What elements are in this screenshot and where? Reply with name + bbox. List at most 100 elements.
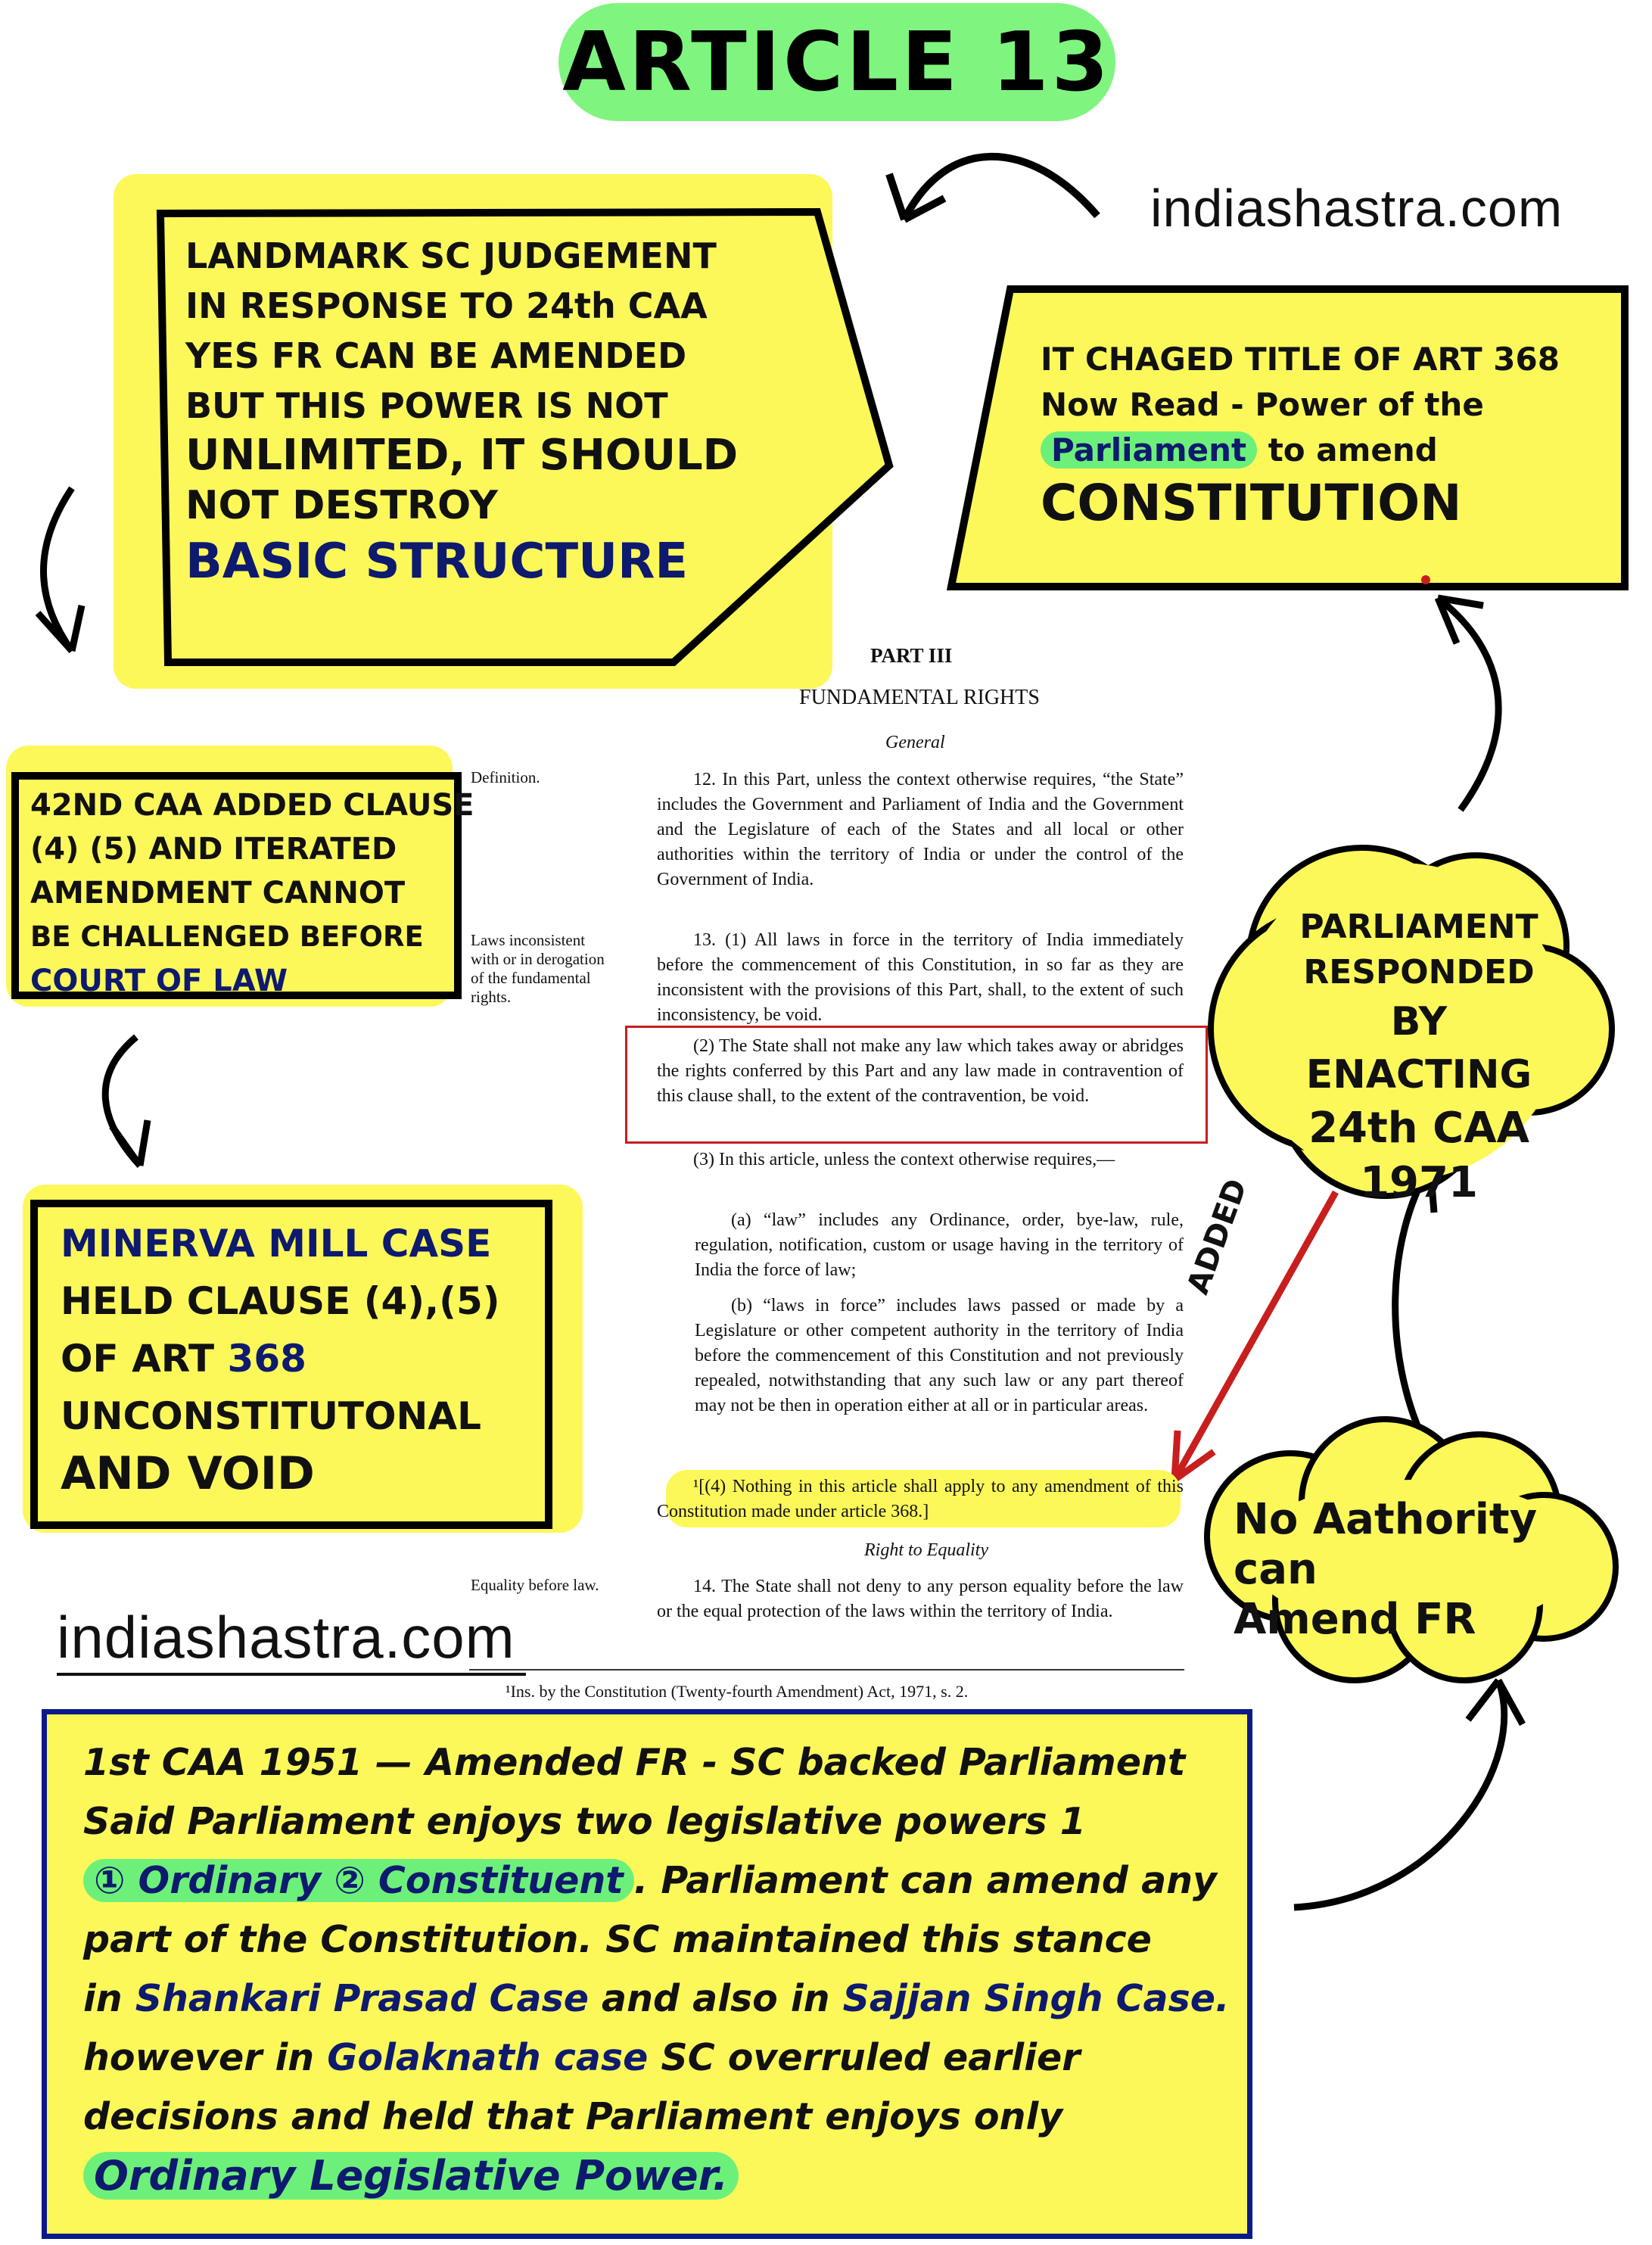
cloud-line: Amend FR (1234, 1595, 1476, 1644)
note-line: IN RESPONSE TO 24th CAA (185, 285, 708, 326)
margin-definition: Definition. (471, 768, 540, 786)
note-line: UNCONSTITUTONAL (61, 1394, 481, 1438)
note-line: HELD CLAUSE (4),(5) (61, 1279, 500, 1323)
note-line: UNLIMITED, IT SHOULD (185, 431, 739, 480)
bottom-note-text: however in (83, 2036, 315, 2079)
doc-art13-2: (2) The State shall not make any law whi… (657, 1036, 1184, 1106)
note-line-minerva: MINERVA MILL CASE (61, 1222, 492, 1266)
note-line: LANDMARK SC JUDGEMENT (185, 235, 717, 276)
arrow-head-42nd (109, 1119, 151, 1168)
note-line: YES FR CAN BE AMENDED (185, 335, 687, 376)
doc-highlight-box (625, 1026, 1208, 1144)
page-title: ARTICLE 13 (558, 3, 1115, 121)
note-art-number: 368 (227, 1337, 306, 1381)
note-art368: IT CHAGED TITLE OF ART 368 Now Read - Po… (1041, 337, 1560, 532)
cloud-line: PARLIAMENT (1299, 908, 1538, 946)
cloud-line: No Aathority can (1234, 1495, 1538, 1594)
arrow-curve-top (901, 152, 1100, 222)
watermark-top: indiashastra.com (1150, 179, 1563, 238)
bottom-note-line: Said Parliament enjoys two legislative p… (83, 1800, 1086, 1843)
doc-general: General (885, 733, 945, 752)
note-42nd: 42ND CAA ADDED CLAUSE (4) (5) AND ITERAT… (30, 783, 474, 1003)
note-basic-structure: LANDMARK SC JUDGEMENT IN RESPONSE TO 24t… (185, 231, 738, 587)
cloud-line: RESPONDED (1303, 953, 1535, 992)
note-minerva-box (30, 1200, 552, 1529)
note-highlight-basic-structure: BASIC STRUCTURE (185, 534, 689, 590)
bottom-note-highlight-powers: ① Ordinary ② Constituent (83, 1859, 634, 1902)
bottom-note-box (42, 1709, 1252, 2239)
margin-equality: Equality before law. (471, 1576, 599, 1594)
bottom-note-highlight-ordinary: Ordinary Legislative Power. (83, 2152, 739, 2200)
cloud-authority-shape (1204, 1416, 1619, 1683)
doc-art13-3: (3) In this article, unless the context … (693, 1150, 1115, 1169)
doc-footnote: ¹Ins. by the Constitution (Twenty-fourth… (506, 1682, 969, 1701)
note-highlight-parliament: Parliament (1041, 431, 1258, 469)
arrow-head-left (35, 605, 86, 654)
cloud-line: BY ENACTING (1305, 999, 1532, 1098)
note-line: IT CHAGED TITLE OF ART 368 (1041, 341, 1560, 378)
bottom-note-line: in Shankari Prasad Case and also in Sajj… (83, 1969, 1234, 2029)
note-line-constitution: CONSTITUTION (1041, 474, 1462, 532)
note-highlight-court: COURT OF LAW (30, 964, 288, 998)
cloud-parliament-shape (1208, 845, 1615, 1199)
cloud-parliament-text: PARLIAMENT RESPONDED BY ENACTING 24th CA… (1290, 905, 1548, 1210)
cloud-line: 1971 (1360, 1158, 1478, 1207)
bottom-note-line: however in Golaknath case SC overruled e… (83, 2029, 1234, 2088)
note-line-rest: to amend (1268, 431, 1438, 469)
note-box-outline (156, 207, 894, 666)
note-line: AND VOID (61, 1447, 315, 1500)
bottom-note: 1st CAA 1951 — Amended FR - SC backed Pa… (83, 1733, 1234, 2207)
doc-heading: FUNDAMENTAL RIGHTS (799, 686, 1040, 709)
bottom-note-line: Ordinary Legislative Power. (83, 2147, 1234, 2207)
watermark-bottom: indiashastra.com (57, 1604, 515, 1671)
bottom-note-case-shankari: Shankari Prasad Case (135, 1977, 589, 2020)
cloud-line: 24th CAA (1308, 1104, 1529, 1153)
bottom-note-case-golaknath: Golaknath case (327, 2036, 649, 2079)
doc-art13-3b: (b) “laws in force” includes laws passed… (695, 1296, 1184, 1415)
note-line: OF ART 368 (61, 1330, 500, 1387)
bottom-note-text: in (83, 1977, 123, 2020)
note-line: (4) (5) AND ITERATED (30, 832, 397, 867)
note-line: BE CHALLENGED BEFORE (30, 920, 424, 953)
cloud-authority-text: No Aathority can Amend FR (1234, 1495, 1612, 1645)
doc-art13-4: ¹[(4) Nothing in this article shall appl… (657, 1477, 1184, 1521)
red-arrow-head (1171, 1430, 1216, 1483)
bottom-note-line: 1st CAA 1951 — Amended FR - SC backed Pa… (83, 1741, 1186, 1784)
arrow-head-top (885, 173, 947, 223)
doc-footnote-rule (469, 1669, 1184, 1671)
red-dot (1421, 575, 1430, 584)
margin-laws: Laws inconsistent with or in derogation … (471, 931, 605, 1006)
note-line: NOT DESTROY (185, 483, 498, 528)
bottom-note-text: SC overruled earlier (661, 2036, 1081, 2079)
doc-art12: 12. In this Part, unless the context oth… (657, 770, 1184, 889)
note-line: BUT THIS POWER IS NOT (185, 385, 668, 426)
bottom-note-line: ① Ordinary ② Constituent. Parliament can… (83, 1851, 1234, 1910)
note-art368-outline (946, 285, 1629, 590)
watermark-underline (57, 1673, 526, 1676)
arrow-head-bottom (1465, 1678, 1526, 1727)
note-text: OF ART (61, 1337, 215, 1381)
note-minerva: MINERVA MILL CASE HELD CLAUSE (4),(5) OF… (61, 1215, 500, 1502)
red-arrow-line (1171, 1190, 1339, 1482)
doc-art13-1: 13. (1) All laws in force in the territo… (657, 930, 1184, 1025)
bottom-note-line: part of the Constitution. SC maintained … (83, 1918, 1152, 1961)
doc-right-to-equality: Right to Equality (864, 1540, 988, 1560)
bottom-note-text: . Parliament can amend any (633, 1859, 1217, 1902)
note-line: Now Read - Power of the (1041, 386, 1484, 423)
note-line: 42ND CAA ADDED CLAUSE (30, 788, 474, 823)
bottom-note-text: and also in (602, 1977, 830, 2020)
note-line: Parliament to amend (1041, 428, 1560, 473)
doc-art13-3a: (a) “law” includes any Ordinance, order,… (695, 1210, 1184, 1280)
arrow-curve-bottom (1293, 1679, 1508, 1911)
arrow-curve-right-up (1436, 595, 1502, 812)
bottom-note-case-sajjan: Sajjan Singh Case. (842, 1977, 1230, 2020)
bottom-note-line: decisions and held that Parliament enjoy… (83, 2095, 1063, 2138)
doc-art14: 14. The State shall not deny to any pers… (657, 1577, 1184, 1621)
doc-part: PART III (870, 644, 953, 667)
arrow-head-right-up (1434, 594, 1484, 645)
arrow-curve-left (40, 486, 75, 653)
note-42nd-box (11, 772, 462, 999)
arrow-curve-authority (1392, 1163, 1433, 1440)
note-line: AMENDMENT CANNOT (30, 876, 406, 911)
